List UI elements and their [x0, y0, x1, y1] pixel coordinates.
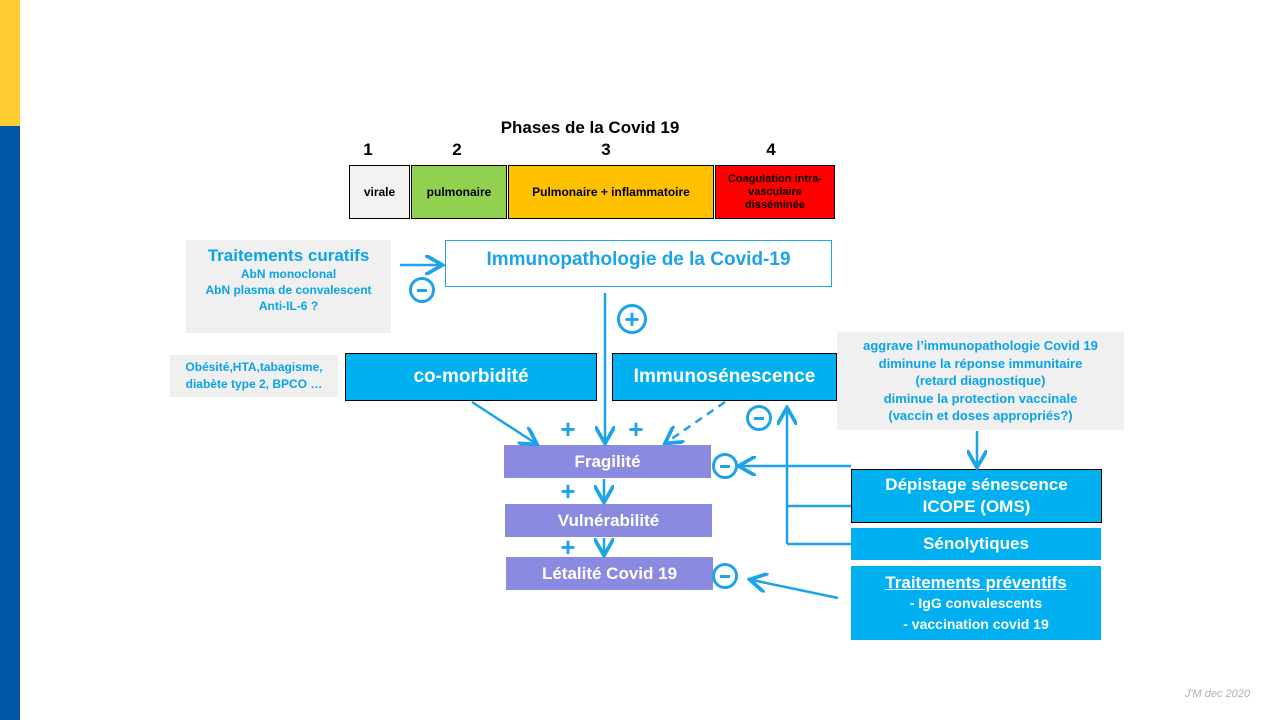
effect-line: diminune la réponse immunitaire	[878, 355, 1083, 371]
phase-pulmonaire: pulmonaire	[411, 165, 507, 219]
traitements-preventifs-box: Traitements préventifs - IgG convalescen…	[851, 566, 1101, 640]
fragilite-box: Fragilité	[504, 445, 711, 478]
depistage-line: Dépistage sénescence	[885, 475, 1068, 494]
plus-sign: +	[560, 414, 576, 444]
depistage-box: Dépistage sénescence ICOPE (OMS)	[851, 469, 1102, 523]
comorbidite-list-line: Obésité,HTA,tabagisme,	[185, 360, 323, 374]
plus-circle-icon: +	[617, 304, 647, 334]
arrow-comorbidite-to-fragilite	[471, 400, 535, 443]
senolytiques-box: Sénolytiques	[851, 528, 1101, 560]
arrow-immunosenescence-to-fragilite	[667, 400, 726, 442]
plus-sign: +	[560, 476, 576, 506]
preventif-item: - vaccination covid 19	[903, 615, 1049, 632]
letalite-box: Létalité Covid 19	[506, 557, 713, 590]
phase-pulmonaire-inflammatoire: Pulmonaire + inflammatoire	[508, 165, 714, 219]
curatif-item: AbN plasma de convalescent	[205, 283, 372, 297]
effect-line: aggrave l’immunopathologie Covid 19	[863, 338, 1098, 353]
traitements-curatifs-box: Traitements curatifs AbN monoclonal AbN …	[186, 240, 391, 333]
phase-number-2: 2	[452, 140, 462, 159]
traitements-curatifs-title: Traitements curatifs	[207, 246, 370, 265]
minus-circle-icon	[409, 277, 435, 303]
diagram-title: Phases de la Covid 19	[500, 118, 680, 137]
minus-circle-icon	[746, 405, 772, 431]
effect-line: (retard diagnostique)	[915, 373, 1046, 388]
minus-circle-icon	[712, 453, 738, 479]
curatif-item: AbN monoclonal	[240, 267, 337, 281]
immunopathologie-box: Immunopathologie de la Covid-19	[445, 240, 832, 287]
depistage-line: ICOPE (OMS)	[922, 497, 1031, 516]
comorbidite-list-box: Obésité,HTA,tabagisme, diabète type 2, B…	[170, 355, 338, 397]
immunosenescence-box: Immunosénescence	[612, 353, 837, 401]
footer-signature: J'M dec 2020	[1184, 688, 1250, 700]
arrow-preventifs-to-letalite	[752, 580, 839, 600]
phase-number-1: 1	[363, 140, 373, 159]
comorbidite-box: co-morbidité	[345, 353, 597, 401]
phase-virale: virale	[349, 165, 410, 219]
phase-coagulation: Coagulation intra-vasculaire disséminée	[715, 165, 835, 219]
minus-circle-icon	[712, 563, 738, 589]
phase-number-4: 4	[766, 140, 776, 159]
phase-number-3: 3	[601, 140, 611, 159]
effect-line: diminue la protection vaccinale	[883, 390, 1078, 406]
vulnerabilite-box: Vulnérabilité	[505, 504, 712, 537]
immunosenescence-effects-box: aggrave l’immunopathologie Covid 19 dimi…	[837, 332, 1124, 430]
curatif-item: Anti-IL-6 ?	[258, 299, 319, 313]
effect-line: (vaccin et doses appropriés?)	[888, 408, 1073, 423]
plus-sign: +	[628, 414, 644, 444]
preventif-item: - IgG convalescents	[909, 594, 1043, 611]
traitements-preventifs-title: Traitements préventifs	[885, 572, 1067, 592]
plus-sign: +	[560, 532, 576, 562]
side-bar-blue	[0, 126, 20, 720]
comorbidite-list-line: diabète type 2, BPCO …	[185, 377, 323, 391]
side-bar-yellow	[0, 0, 20, 126]
